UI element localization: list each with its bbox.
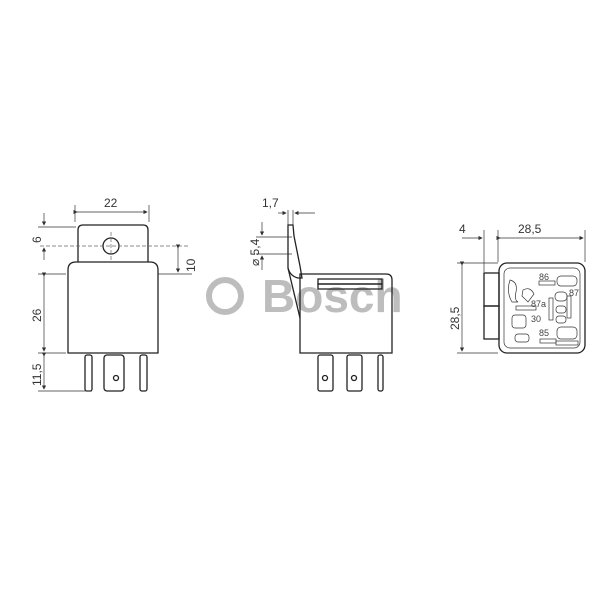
pin-87-label: 87 [569,288,579,298]
hole-diameter-label: ⌀ 5,4 [248,238,262,266]
pin-86-label: 86 [539,272,549,282]
pin-85-label: 85 [539,328,549,338]
tab-thickness-label: 1,7 [262,196,279,210]
pin-30-label: 30 [531,314,541,324]
tab-hole-label: 10 [184,258,198,272]
offset-label: 4 [459,222,466,236]
bosch-watermark: © Bosch [206,270,403,322]
bottom-view: 86 87 87a 30 85 4 28,5 28,5 [448,222,586,354]
pin-87a-label: 87a [531,299,546,309]
side-view: 1,7 ⌀ 5,4 [248,196,393,392]
watermark-text: Bosch [262,270,403,322]
pin-length-label: 11,5 [30,363,44,386]
bottom-width-label: 28,5 [518,222,542,236]
bottom-height-label: 28,5 [448,306,462,330]
tab-top-label: 6 [30,236,44,243]
copyright-icon [206,277,244,315]
body-height-label: 26 [30,308,44,322]
front-width-label: 22 [104,196,118,210]
front-view: 22 6 10 26 11,5 [30,196,198,392]
